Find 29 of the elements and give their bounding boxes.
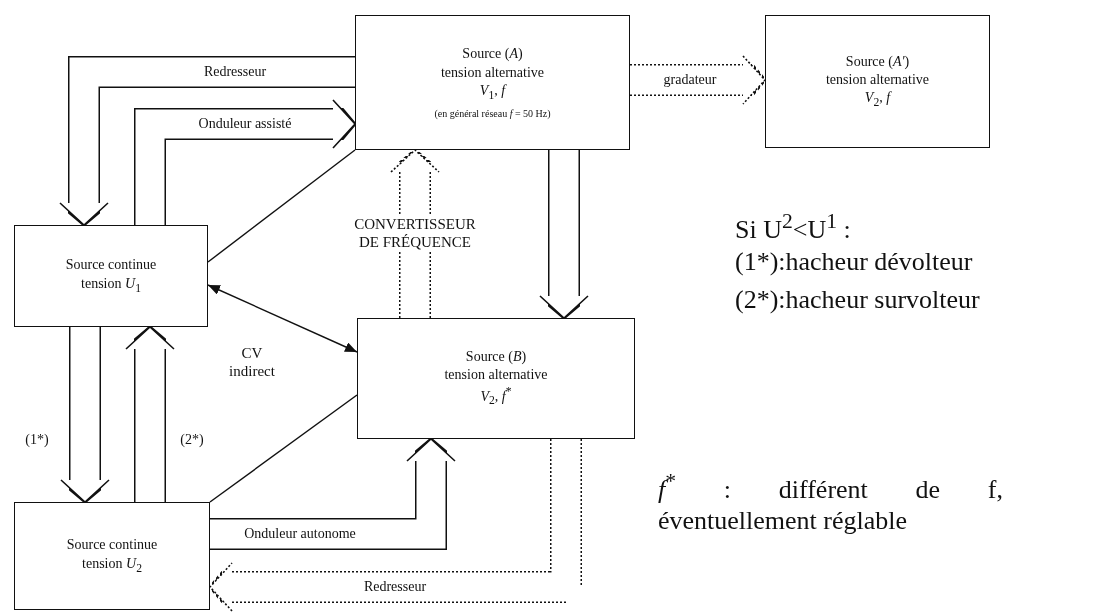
- note-text: f$^{*}$ : différent de f, éventuellement réglable: [658, 468, 1003, 537]
- note-text: (1*):hacheur dévolteur: [735, 246, 973, 278]
- note-text: Si U$^{2}$<U$^{1}$ :: [735, 208, 851, 245]
- source-box: [765, 15, 990, 148]
- source-box: [14, 502, 210, 610]
- box-text: Source (A): [462, 45, 523, 64]
- box-text: tension alternative: [444, 366, 548, 385]
- box-text: Source continue: [66, 536, 158, 555]
- edge-label: (2*): [178, 431, 206, 449]
- box-text: V$_{2}$, f: [864, 89, 891, 111]
- connector-line: [209, 394, 358, 503]
- note-text: (2*):hacheur survolteur: [735, 284, 980, 316]
- box-text: Source (B): [465, 348, 527, 366]
- edge-label: gradateur: [661, 71, 719, 89]
- connector-line: [207, 149, 356, 263]
- box-text: tension U$_{2}$: [82, 554, 142, 576]
- arrow: [207, 284, 358, 353]
- source-box: [357, 318, 635, 439]
- box-note: (en général réseau f = 50 Hz): [434, 106, 551, 120]
- box-text: V$_{2}$, f$^{*}$: [480, 384, 512, 409]
- box-text: Source (A'): [845, 52, 910, 71]
- source-box: [14, 225, 208, 327]
- box-text: V$_{1}$, f: [479, 81, 506, 103]
- box-text: tension alternative: [441, 63, 544, 82]
- edge-label: (1*): [23, 431, 51, 449]
- box-text: tension alternative: [826, 71, 929, 89]
- box-text: Source continue: [65, 256, 157, 275]
- source-box: [355, 15, 630, 150]
- box-text: tension U$_{1}$: [81, 274, 141, 296]
